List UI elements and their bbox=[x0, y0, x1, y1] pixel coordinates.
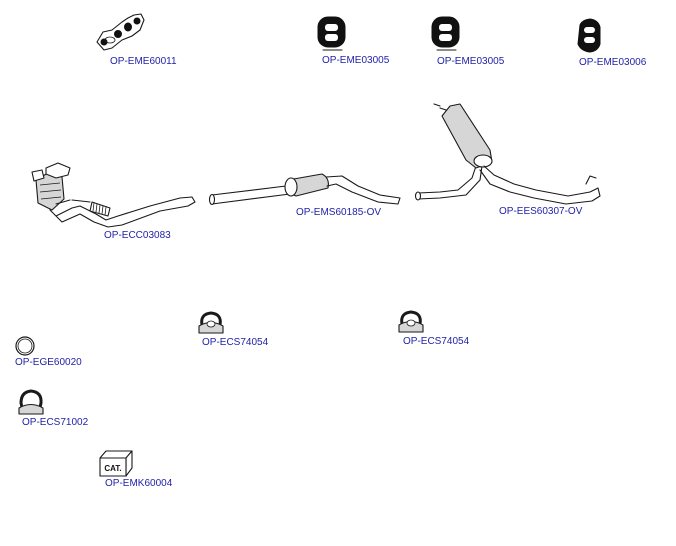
part-label-hanger-a[interactable]: OP-EME03005 bbox=[322, 55, 390, 66]
part-label-sealing-ring[interactable]: OP-EGE60020 bbox=[15, 357, 82, 368]
part-label-hanger-c[interactable]: OP-EME03006 bbox=[579, 57, 647, 68]
end-silencer-icon[interactable] bbox=[414, 103, 601, 205]
catalytic-converter-icon[interactable] bbox=[31, 162, 196, 228]
part-label-clamp-b[interactable]: OP-ECS74054 bbox=[403, 336, 470, 347]
part-label-mounting-kit[interactable]: OP-EMK60004 bbox=[105, 478, 173, 489]
pipe-clamp-icon[interactable] bbox=[18, 389, 44, 415]
middle-silencer-icon[interactable] bbox=[208, 173, 401, 206]
part-label-catalytic-converter[interactable]: OP-ECC03083 bbox=[104, 230, 171, 241]
part-label-middle-silencer[interactable]: OP-EMS60185-OV bbox=[296, 207, 381, 218]
part-label-end-silencer[interactable]: OP-EES60307-OV bbox=[499, 206, 583, 217]
mounting-kit-badge: CAT. bbox=[104, 464, 121, 473]
part-label-clamp-c[interactable]: OP-ECS71002 bbox=[22, 417, 89, 428]
part-label-hanger-b[interactable]: OP-EME03005 bbox=[437, 56, 505, 67]
rubber-hanger-icon[interactable] bbox=[431, 16, 460, 51]
part-label-manifold-gasket[interactable]: OP-EME60011 bbox=[110, 56, 177, 67]
part-label-clamp-a[interactable]: OP-ECS74054 bbox=[202, 337, 269, 348]
pipe-clamp-icon[interactable] bbox=[198, 311, 224, 334]
mounting-kit-box-icon[interactable]: CAT. bbox=[99, 450, 133, 477]
rubber-hanger-icon[interactable] bbox=[577, 18, 601, 53]
exhaust-manifold-gasket-icon[interactable] bbox=[96, 13, 145, 51]
sealing-ring-icon[interactable] bbox=[15, 336, 35, 356]
rubber-hanger-icon[interactable] bbox=[317, 16, 346, 51]
pipe-clamp-icon[interactable] bbox=[398, 310, 424, 333]
